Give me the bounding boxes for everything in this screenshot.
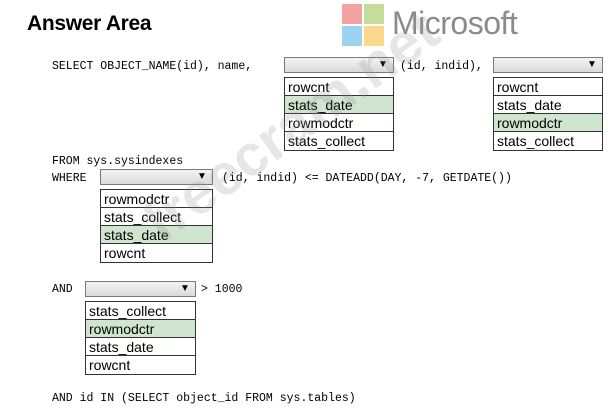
logo-square-yellow (364, 26, 384, 46)
dropdown-header[interactable]: ▼ (100, 169, 213, 185)
dropdown-option[interactable]: rowcnt (285, 78, 393, 96)
dropdown-option-selected[interactable]: rowmodctr (86, 320, 195, 338)
dropdown-option-selected[interactable]: stats_date (101, 226, 212, 244)
triangle-down-icon[interactable]: ▼ (197, 171, 207, 182)
logo-square-red (342, 4, 362, 24)
dropdown-option[interactable]: rowcnt (89, 357, 131, 373)
code-where-condition: (id, indid) <= DATEADD(DAY, -7, GETDATE(… (222, 172, 512, 185)
code-from-line: FROM sys.sysindexes (52, 155, 184, 168)
logo-square-blue (342, 26, 362, 46)
answer-area-title: Answer Area (27, 12, 152, 35)
logo-square-green (364, 4, 384, 24)
dropdown-option[interactable]: rowcnt (104, 245, 146, 261)
dropdown-header[interactable]: ▼ (85, 281, 196, 297)
dropdown-header[interactable]: ▼ (284, 57, 394, 73)
dropdown-options-list: rowcnt stats_date rowmodctr stats_collec… (284, 77, 394, 151)
microsoft-logo: Microsoft (342, 4, 547, 48)
dropdown-option[interactable]: stats_collect (86, 302, 195, 320)
dropdown-option-selected[interactable]: stats_date (285, 96, 393, 114)
dropdown-option[interactable]: stats_date (494, 96, 602, 114)
dropdown-and-column[interactable]: ▼ stats_collect rowmodctr stats_date row… (85, 281, 196, 375)
dropdown-where-column[interactable]: ▼ rowmodctr stats_collect stats_date row… (100, 169, 213, 263)
dropdown-option[interactable]: stats_date (86, 338, 195, 356)
triangle-down-icon[interactable]: ▼ (180, 283, 190, 294)
dropdown-select-column-1[interactable]: ▼ rowcnt stats_date rowmodctr stats_coll… (284, 57, 394, 151)
code-and-keyword: AND (52, 283, 73, 296)
code-select-args: (id, indid), (400, 60, 483, 73)
dropdown-option[interactable]: rowmodctr (101, 190, 212, 208)
triangle-down-icon[interactable]: ▼ (587, 59, 597, 70)
code-and-condition: > 1000 (201, 283, 243, 296)
dropdown-options-list: stats_collect rowmodctr stats_date rowcn… (85, 301, 196, 375)
dropdown-options-list: rowmodctr stats_collect stats_date rowcn… (100, 189, 213, 263)
dropdown-select-column-2[interactable]: ▼ rowcnt stats_date rowmodctr stats_coll… (493, 57, 603, 151)
code-where-keyword: WHERE (52, 172, 87, 185)
dropdown-options-list: rowcnt stats_date rowmodctr stats_collec… (493, 77, 603, 151)
microsoft-wordmark: Microsoft (392, 5, 518, 41)
dropdown-option[interactable]: stats_collect (497, 133, 575, 149)
code-select-line: SELECT OBJECT_NAME(id), name, (52, 60, 253, 73)
microsoft-squares-icon (342, 4, 384, 46)
code-and-in-line: AND id IN (SELECT object_id FROM sys.tab… (52, 392, 356, 405)
dropdown-option-selected[interactable]: rowmodctr (494, 114, 602, 132)
dropdown-option[interactable]: stats_collect (101, 208, 212, 226)
dropdown-option[interactable]: rowmodctr (285, 114, 393, 132)
dropdown-header[interactable]: ▼ (493, 57, 603, 73)
dropdown-option[interactable]: stats_collect (288, 133, 366, 149)
dropdown-option[interactable]: rowcnt (494, 78, 602, 96)
triangle-down-icon[interactable]: ▼ (378, 59, 388, 70)
